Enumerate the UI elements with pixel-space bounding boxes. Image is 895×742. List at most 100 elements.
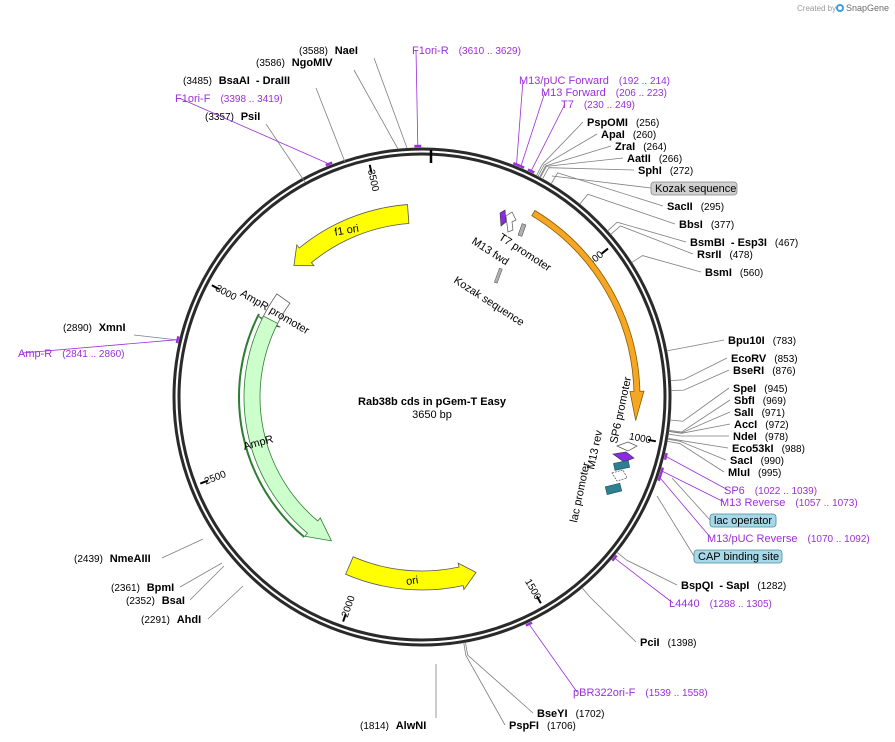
enzyme-site-naei[interactable]: (3588) NaeI bbox=[299, 45, 358, 57]
sp6-promoter-arrow bbox=[616, 441, 638, 452]
plasmid-length: 3650 bp bbox=[412, 409, 452, 421]
enzyme-site-sbfi[interactable]: SbfI(969) bbox=[734, 395, 786, 407]
enzyme-site-mlui[interactable]: MluI(995) bbox=[728, 467, 781, 479]
tick-mark bbox=[601, 247, 609, 255]
enzyme-site-bsai[interactable]: (2352) BsaI bbox=[126, 595, 185, 607]
enzyme-leader bbox=[550, 172, 664, 207]
primer-f1ori-f[interactable]: F1ori-F(3398 .. 3419) bbox=[175, 93, 283, 105]
enzyme-site-bseyi[interactable]: BseYI(1702) bbox=[537, 708, 604, 720]
enzyme-site-alwni[interactable]: (1814) AlwNI bbox=[360, 720, 426, 732]
enzyme-site-sacii[interactable]: SacII(295) bbox=[667, 201, 724, 213]
primer-leader bbox=[614, 557, 674, 604]
enzyme-leader bbox=[542, 167, 635, 180]
primer-sp6[interactable]: SP6(1022 .. 1039) bbox=[724, 485, 817, 497]
primer-leader bbox=[528, 623, 578, 693]
enzyme-leader bbox=[666, 339, 725, 352]
primer-t7[interactable]: T7(230 .. 249) bbox=[561, 99, 635, 111]
primer-mark bbox=[527, 168, 535, 174]
enzyme-site-bsaai[interactable]: (3485) BsaAI- DraIII bbox=[183, 75, 290, 87]
enzyme-leader bbox=[189, 565, 225, 601]
feature-box-label[interactable]: CAP binding site bbox=[698, 551, 779, 563]
enzyme-site-eco53ki[interactable]: Eco53kI(988) bbox=[732, 443, 805, 455]
enzyme-leader bbox=[670, 357, 728, 382]
enzyme-site-aatii[interactable]: AatII(266) bbox=[627, 153, 682, 165]
primer-mark bbox=[663, 452, 668, 461]
m13-rev-arrow bbox=[612, 451, 635, 463]
enzyme-leader bbox=[579, 193, 676, 225]
backbone-inner-ring bbox=[177, 152, 667, 642]
enzyme-leader bbox=[265, 123, 306, 183]
enzyme-site-pcii[interactable]: PciI(1398) bbox=[640, 637, 696, 649]
box-leader bbox=[671, 477, 711, 521]
enzyme-site-ndei[interactable]: NdeI(978) bbox=[733, 431, 788, 443]
feature-label: f1 ori bbox=[334, 223, 360, 239]
enzyme-site-bsmbi[interactable]: BsmBI- Esp3I(467) bbox=[690, 237, 798, 249]
enzyme-leader bbox=[607, 221, 687, 243]
t7-small-box bbox=[517, 223, 527, 237]
enzyme-site-pspomi[interactable]: PspOMI(256) bbox=[587, 117, 659, 129]
primer-m13-forward[interactable]: M13 Forward(206 .. 223) bbox=[541, 87, 667, 99]
enzyme-site-rsrii[interactable]: RsrII(478) bbox=[697, 249, 753, 261]
t7-promoter-arrow bbox=[505, 211, 517, 233]
enzyme-leader bbox=[539, 157, 624, 179]
enzyme-site-bpmi[interactable]: (2361) BpmI bbox=[111, 582, 174, 594]
enzyme-site-zrai[interactable]: ZraI(264) bbox=[615, 141, 667, 153]
t7-promoter-label: T7 promoter bbox=[496, 231, 553, 274]
primer-m13-puc-forward[interactable]: M13/pUC Forward(192 .. 214) bbox=[519, 75, 670, 87]
enzyme-leader bbox=[539, 145, 612, 178]
enzyme-site-bpu10i[interactable]: Bpu10I(783) bbox=[728, 335, 796, 347]
primer-pbr322ori-f[interactable]: pBR322ori-F(1539 .. 1558) bbox=[573, 687, 708, 699]
enzyme-site-spei[interactable]: SpeI(945) bbox=[733, 383, 788, 395]
tick-label: 1500 bbox=[522, 577, 543, 602]
enzyme-site-ahdi[interactable]: (2291) AhdI bbox=[141, 614, 201, 626]
feature-box-label[interactable]: lac operator bbox=[714, 515, 772, 527]
tick-label: 1000 bbox=[628, 431, 652, 446]
t7-region-features: T7 promoter M13 fwd Kozak sequence bbox=[451, 209, 553, 329]
primer-m13-reverse[interactable]: M13 Reverse(1057 .. 1073) bbox=[720, 497, 858, 509]
enzyme-leader bbox=[536, 121, 584, 177]
tick-label: 3500 bbox=[365, 168, 381, 193]
primer-leader bbox=[530, 103, 566, 172]
enzyme-site-psii[interactable]: (3357) PsiI bbox=[205, 111, 260, 123]
feature-box-label[interactable]: Kozak sequence bbox=[655, 183, 736, 195]
tick-label: 2000 bbox=[340, 594, 358, 619]
enzyme-site-acci[interactable]: AccI(972) bbox=[734, 419, 789, 431]
tick-mark bbox=[342, 613, 347, 622]
plasmid-name: Rab38b cds in pGem-T Easy bbox=[358, 396, 507, 408]
enzyme-site-apai[interactable]: ApaI(260) bbox=[601, 129, 656, 141]
enzyme-site-bsmi[interactable]: BsmI(560) bbox=[705, 267, 763, 279]
enzyme-site-ngomiv[interactable]: (3586) NgoMIV bbox=[256, 57, 333, 69]
enzyme-site-bseri[interactable]: BseRI(876) bbox=[733, 365, 796, 377]
lac-promoter-arrow bbox=[611, 469, 628, 482]
primer-leader bbox=[661, 470, 725, 503]
primer-mark bbox=[611, 554, 618, 562]
enzyme-leader bbox=[668, 423, 731, 434]
primer-leader bbox=[516, 79, 524, 165]
enzyme-site-pspfi[interactable]: PspFI(1706) bbox=[509, 720, 576, 732]
enzyme-site-saci[interactable]: SacI(990) bbox=[730, 455, 784, 467]
enzyme-leader bbox=[315, 87, 346, 163]
tick-label: 2500 bbox=[203, 469, 228, 487]
enzyme-site-bbsi[interactable]: BbsI(377) bbox=[679, 219, 734, 231]
primer-m13-puc-reverse[interactable]: M13/pUC Reverse(1070 .. 1092) bbox=[707, 533, 870, 545]
enzyme-leader bbox=[373, 57, 408, 149]
primer-l4440[interactable]: L4440(1288 .. 1305) bbox=[669, 598, 772, 610]
enzyme-leader bbox=[669, 387, 730, 422]
enzyme-site-bspqi[interactable]: BspQI- SapI(1282) bbox=[681, 580, 786, 592]
enzyme-site-sphi[interactable]: SphI(272) bbox=[638, 165, 693, 177]
enzyme-site-sali[interactable]: SalI(971) bbox=[734, 407, 785, 419]
brand-text: SnapGene bbox=[846, 3, 889, 13]
primer-mark bbox=[525, 621, 533, 627]
enzyme-site-xmni[interactable]: (2890) XmnI bbox=[63, 322, 126, 334]
primer-amp-r[interactable]: Amp-R(2841 .. 2860) bbox=[18, 348, 125, 360]
enzyme-site-ecorv[interactable]: EcoRV(853) bbox=[731, 353, 798, 365]
kozak-small-box bbox=[494, 267, 503, 284]
feature-box bbox=[709, 513, 777, 528]
primer-f1ori-r[interactable]: F1ori-R(3610 .. 3629) bbox=[412, 45, 521, 57]
enzyme-leader bbox=[670, 369, 730, 391]
enzyme-leader bbox=[667, 437, 729, 449]
enzyme-site-nmeaiii[interactable]: (2439) NmeAIII bbox=[74, 553, 151, 565]
feature-arrow-f1-ori bbox=[293, 204, 410, 267]
lac-operator-box bbox=[613, 460, 631, 471]
